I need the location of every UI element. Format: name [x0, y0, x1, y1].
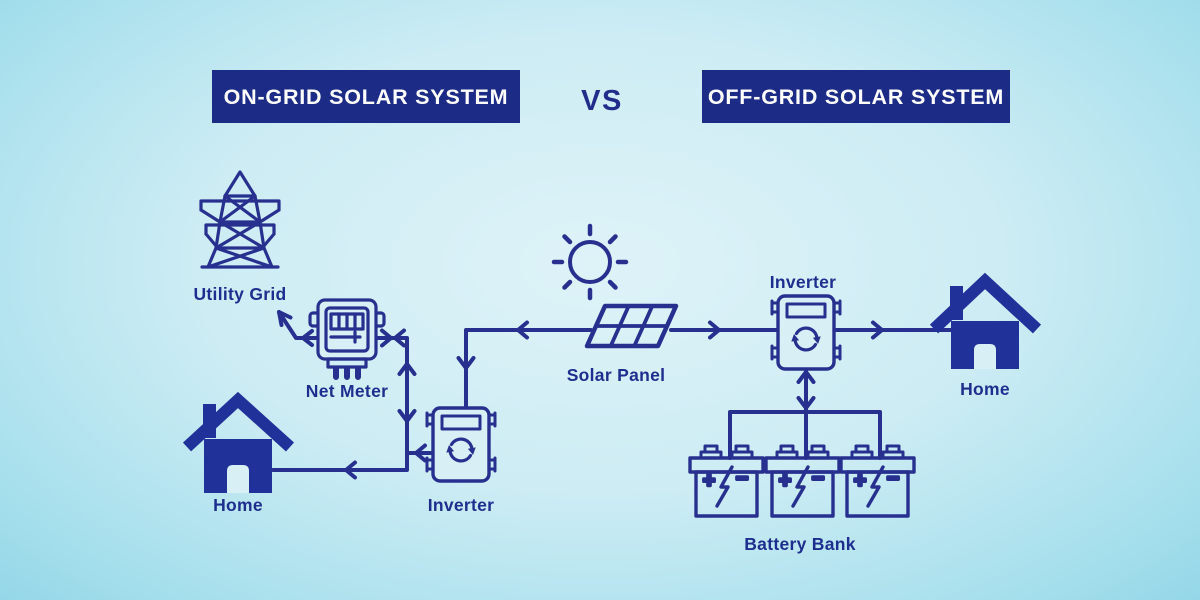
battery-lid [839, 456, 916, 474]
sun-rays [551, 223, 629, 301]
arrow-left [393, 328, 406, 348]
battery-bank-label: Battery Bank [744, 534, 856, 554]
wire-battery-bus [728, 410, 882, 460]
net-meter-label: Net Meter [306, 381, 388, 401]
wire-meter-to-grid [277, 310, 320, 340]
lightning-bolt-icon [866, 465, 885, 508]
battery-icon: + − [764, 444, 841, 518]
battery-plus-symbol: + [703, 469, 715, 492]
house-icon [929, 272, 1042, 369]
tower-mid [214, 220, 266, 250]
inverter-icon [425, 406, 497, 483]
arrow-down [796, 396, 816, 410]
tower-upper [218, 194, 262, 224]
battery-terminals [775, 444, 830, 460]
battery-icon: + − [839, 444, 916, 518]
sun-disc [568, 240, 612, 284]
battery-body [694, 470, 759, 518]
sync-arrows-icon [446, 437, 476, 463]
battery-bank: + − + − + − Battery Bank [688, 444, 916, 554]
meter-flange [326, 357, 368, 369]
arrow-down [397, 409, 417, 423]
inverter-housing [431, 406, 491, 483]
inverter-housing [776, 294, 836, 371]
meter-dial [329, 330, 362, 344]
battery-icon: + − [688, 444, 765, 518]
house-icon [182, 391, 295, 493]
solar-panel-label: Solar Panel [567, 365, 666, 385]
arrow-right [708, 320, 721, 340]
arrow-down [456, 356, 476, 370]
tower-crossarm-lower [204, 223, 276, 249]
meter-face [324, 306, 370, 353]
battery-body [845, 470, 910, 518]
tower-apex [223, 170, 257, 198]
inverter-display [785, 302, 827, 319]
battery-terminals [699, 444, 754, 460]
battery-lid [688, 456, 765, 474]
arrow-left [301, 329, 314, 347]
electric-meter-icon [308, 298, 386, 380]
off-grid-home-label: Home [960, 379, 1010, 399]
title-bar: ON-GRID SOLAR SYSTEM VS OFF-GRID SOLAR S… [212, 70, 1010, 123]
sync-arrows-icon [791, 326, 821, 352]
battery-minus-symbol: − [812, 467, 824, 490]
arrow-left [414, 443, 427, 463]
tower-crossarm-upper [199, 199, 281, 224]
house-roof [182, 391, 295, 452]
house-door [227, 465, 249, 493]
arrow-left [344, 460, 357, 480]
battery-plus-symbol: + [779, 469, 791, 492]
arrow-up [796, 370, 816, 384]
lightning-bolt-icon [791, 465, 810, 508]
inverter-icon [770, 294, 842, 371]
on-grid-banner-label: ON-GRID SOLAR SYSTEM [224, 85, 509, 109]
lightning-bolt-icon [715, 465, 734, 508]
arrow-up-left [277, 310, 293, 327]
off-grid-wires [669, 320, 953, 460]
house-roof [929, 272, 1042, 334]
battery-terminals [850, 444, 905, 460]
utility-grid-label: Utility Grid [193, 284, 286, 304]
arrow-left [516, 320, 529, 340]
battery-plus-symbol: + [854, 469, 866, 492]
arrow-up [397, 362, 417, 376]
meter-register-digits [337, 312, 357, 331]
on-grid-banner [212, 70, 520, 123]
on-grid-home-label: Home [213, 495, 263, 515]
on-grid-wires [271, 310, 593, 480]
vs-label: VS [581, 85, 623, 117]
meter-terminals [333, 366, 361, 380]
arrow-right [871, 320, 884, 340]
solar-panel-icon [584, 303, 679, 349]
battery-minus-symbol: − [887, 467, 899, 490]
house-door [974, 344, 996, 369]
battery-lid [764, 456, 841, 474]
battery-body [770, 470, 835, 518]
arrow-right [380, 328, 393, 348]
off-grid-banner-label: OFF-GRID SOLAR SYSTEM [708, 85, 1004, 109]
inverter-display [440, 414, 482, 431]
inverter-mount-tabs [770, 299, 842, 361]
panel-cells [594, 304, 669, 348]
off-grid-inverter-label: Inverter [770, 272, 837, 292]
transmission-tower-icon [199, 170, 281, 269]
wire-panel-to-inverter [464, 328, 593, 410]
battery-minus-symbol: − [736, 467, 748, 490]
sun-icon [551, 223, 629, 301]
tower-base [206, 246, 274, 269]
on-grid-inverter-label: Inverter [428, 495, 495, 515]
inverter-mount-tabs [425, 411, 497, 473]
off-grid-banner [702, 70, 1010, 123]
